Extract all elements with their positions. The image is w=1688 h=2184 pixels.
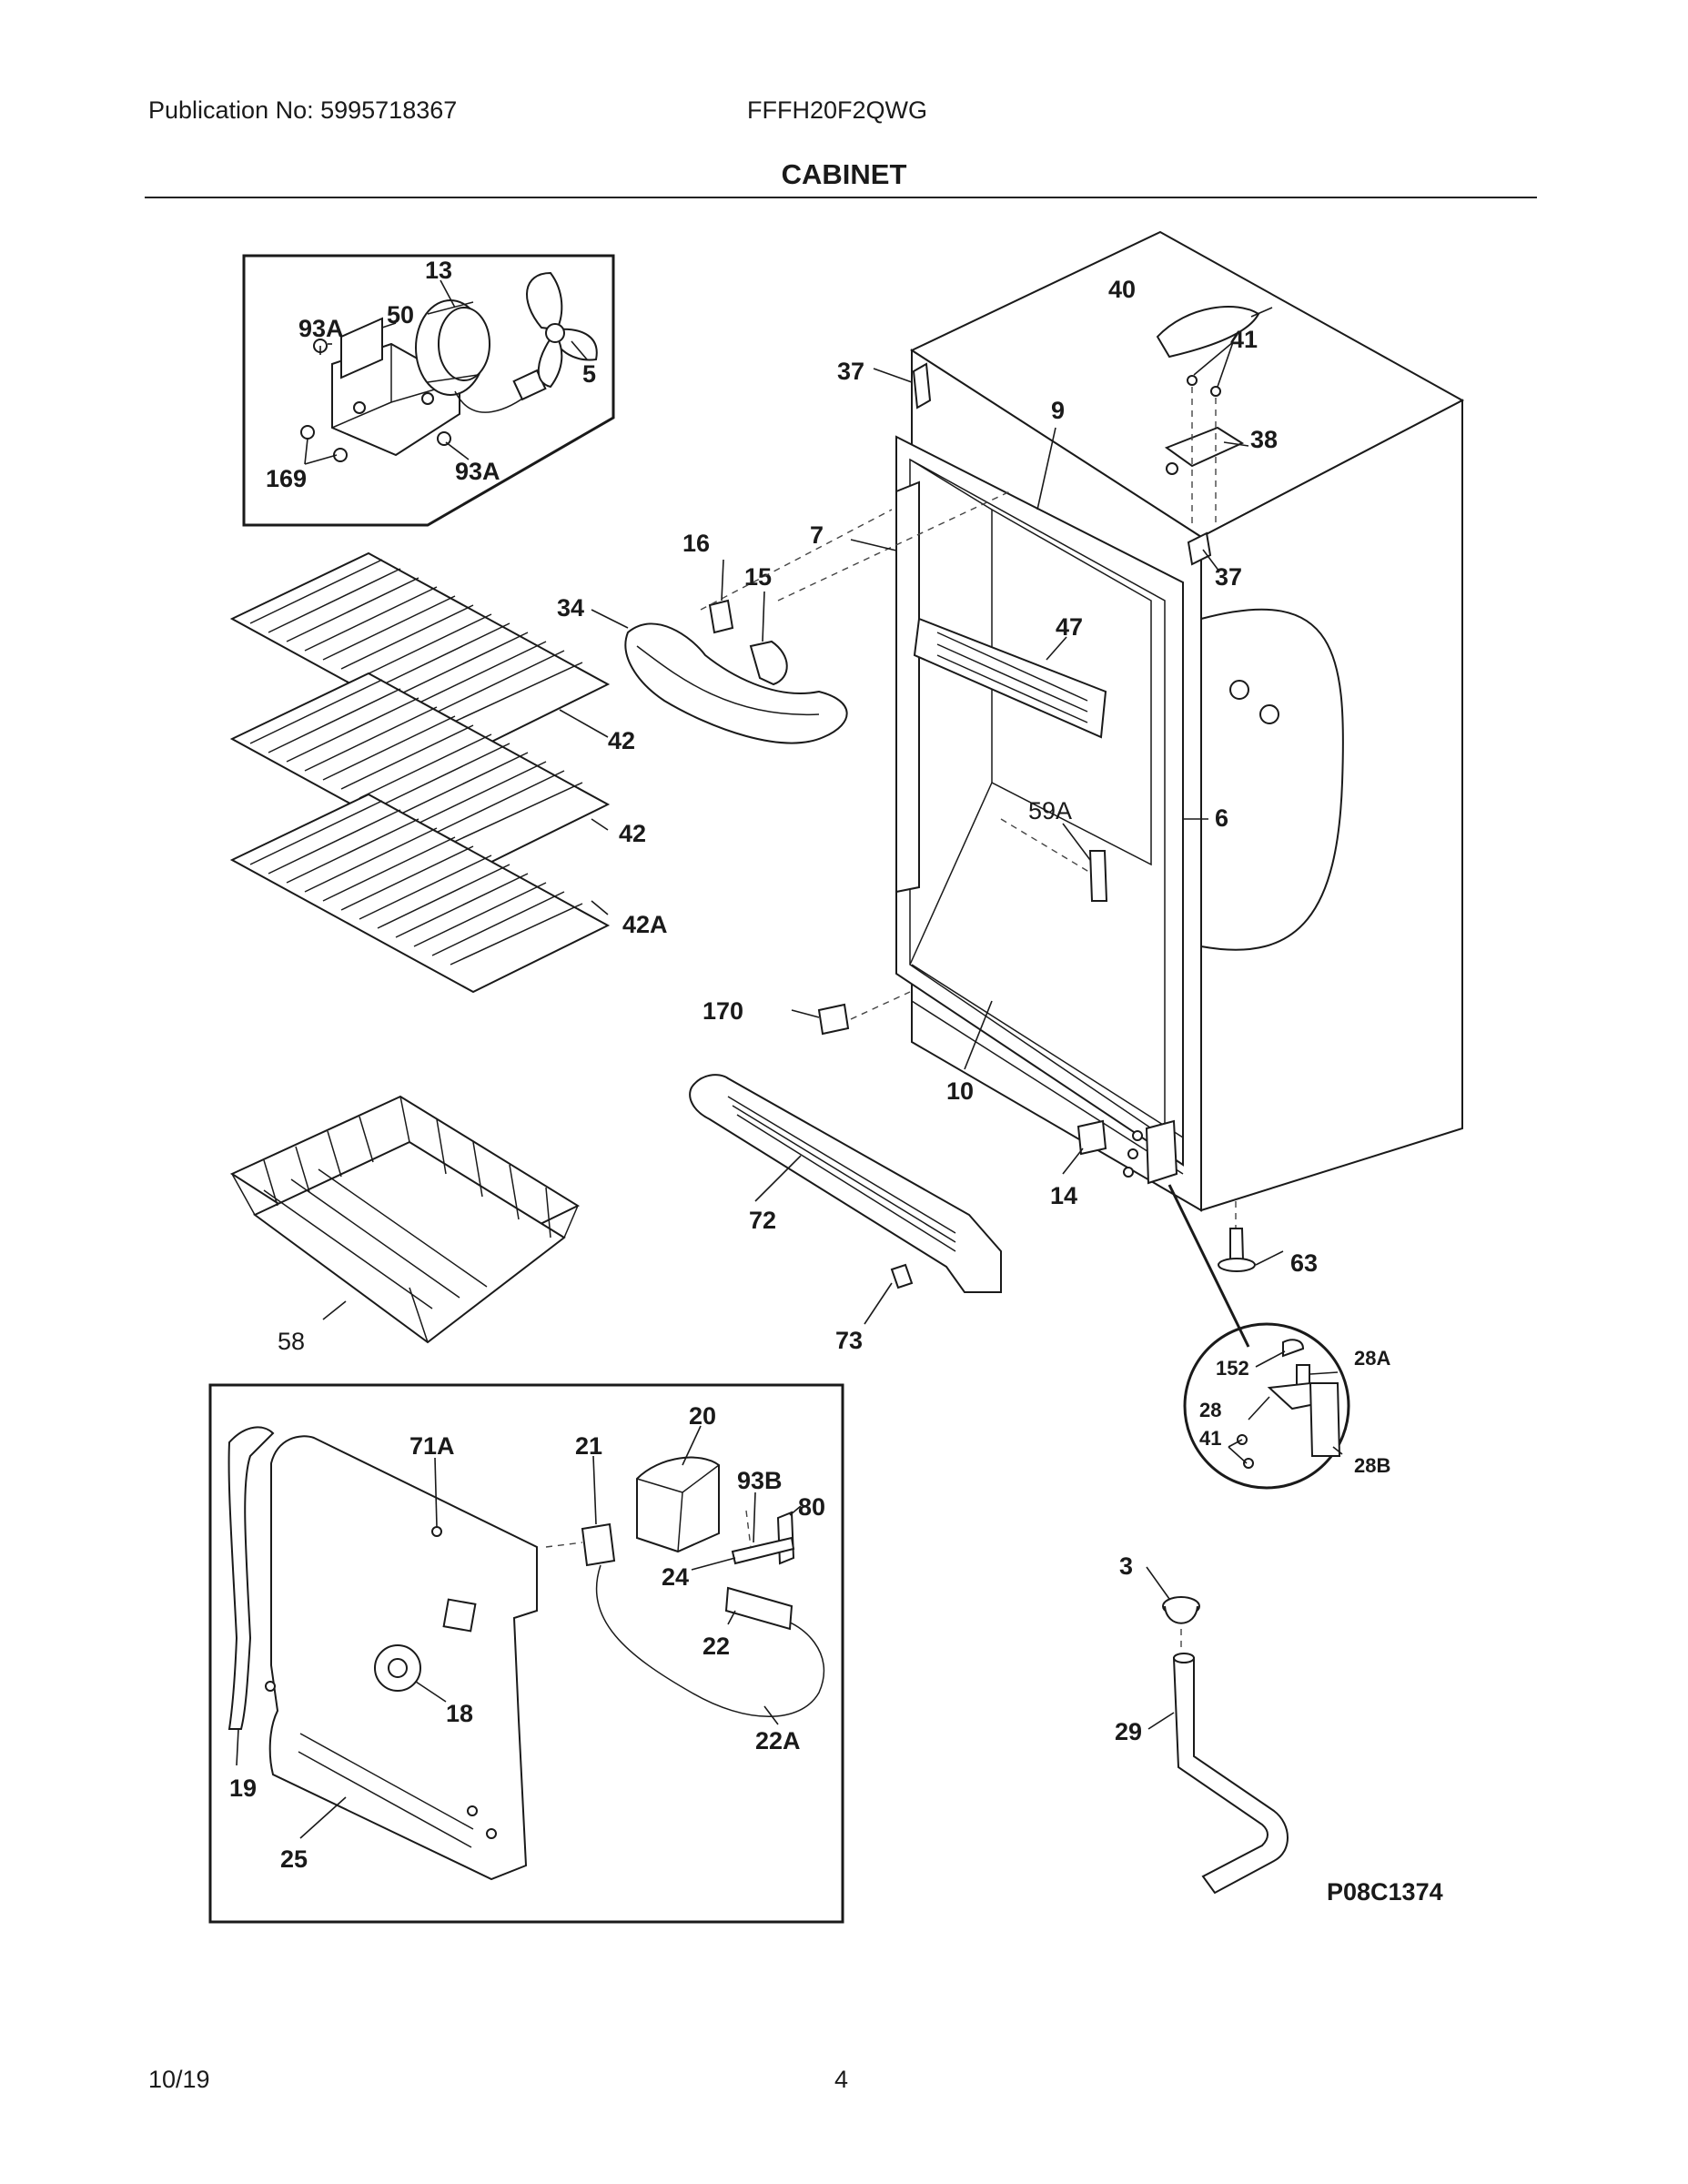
callout-42a: 42A (622, 911, 668, 938)
wire-basket (229, 1095, 581, 1344)
callout-9: 9 (1051, 397, 1065, 424)
callout-28b: 28B (1354, 1454, 1390, 1477)
callout-21: 21 (575, 1432, 602, 1460)
callout-170: 170 (702, 997, 743, 1025)
toe-grille (689, 1074, 1002, 1325)
callout-22: 22 (702, 1633, 730, 1660)
wire-shelves (229, 551, 611, 994)
callout-6: 6 (1215, 804, 1228, 832)
callout-47: 47 (1056, 613, 1083, 641)
callout-5: 5 (582, 360, 596, 388)
callout-93a-top: 93A (298, 315, 344, 342)
callout-80: 80 (798, 1493, 825, 1521)
light-assembly (591, 509, 893, 744)
callout-42-b: 42 (619, 820, 646, 847)
callout-34: 34 (557, 594, 584, 622)
callout-7: 7 (810, 521, 824, 549)
callout-59a: 59A (1028, 797, 1072, 824)
callout-28: 28 (1199, 1399, 1221, 1421)
callout-93a-bottom: 93A (455, 458, 500, 485)
callout-73: 73 (835, 1327, 863, 1354)
callout-38: 38 (1250, 426, 1278, 453)
drawing-code: P08C1374 (1327, 1878, 1443, 1906)
callout-18: 18 (446, 1700, 473, 1727)
control-panel-inset (208, 1383, 844, 1924)
callout-13: 13 (425, 257, 452, 284)
callout-50: 50 (387, 301, 414, 329)
callout-28a: 28A (1354, 1347, 1390, 1370)
callout-58: 58 (278, 1328, 305, 1355)
callout-40: 40 (1108, 276, 1136, 303)
callout-22a: 22A (755, 1727, 801, 1754)
footer-date: 10/19 (148, 2066, 210, 2093)
cabinet-body (777, 230, 1465, 1348)
callout-42-a: 42 (608, 727, 635, 754)
section-title: CABINET (781, 158, 907, 190)
callout-24: 24 (662, 1563, 689, 1591)
callout-71a: 71A (409, 1432, 455, 1460)
callout-169: 169 (266, 465, 307, 492)
fan-motor-inset (242, 254, 615, 527)
callout-152: 152 (1216, 1357, 1249, 1380)
drain-parts (1146, 1566, 1289, 1895)
callout-20: 20 (689, 1402, 716, 1430)
callout-19: 19 (229, 1774, 257, 1802)
callout-41-inset: 41 (1199, 1427, 1221, 1450)
callout-29: 29 (1115, 1718, 1142, 1745)
callout-10: 10 (946, 1077, 974, 1105)
model-number: FFFH20F2QWG (747, 96, 928, 124)
callout-63: 63 (1290, 1249, 1318, 1277)
callout-25: 25 (280, 1845, 308, 1873)
callout-72: 72 (749, 1207, 776, 1234)
callout-15: 15 (744, 563, 772, 591)
callout-37-left: 37 (837, 358, 864, 385)
callout-14: 14 (1050, 1182, 1077, 1209)
callout-41-top: 41 (1230, 326, 1258, 353)
callout-3: 3 (1119, 1552, 1133, 1580)
callout-37-right: 37 (1215, 563, 1242, 591)
callout-93b: 93B (737, 1467, 783, 1494)
callout-16: 16 (682, 530, 710, 557)
hinge-detail-inset (1183, 1322, 1350, 1490)
publication-number: Publication No: 5995718367 (148, 96, 458, 124)
header-rule (145, 197, 1537, 198)
footer-page-number: 4 (834, 2066, 849, 2093)
